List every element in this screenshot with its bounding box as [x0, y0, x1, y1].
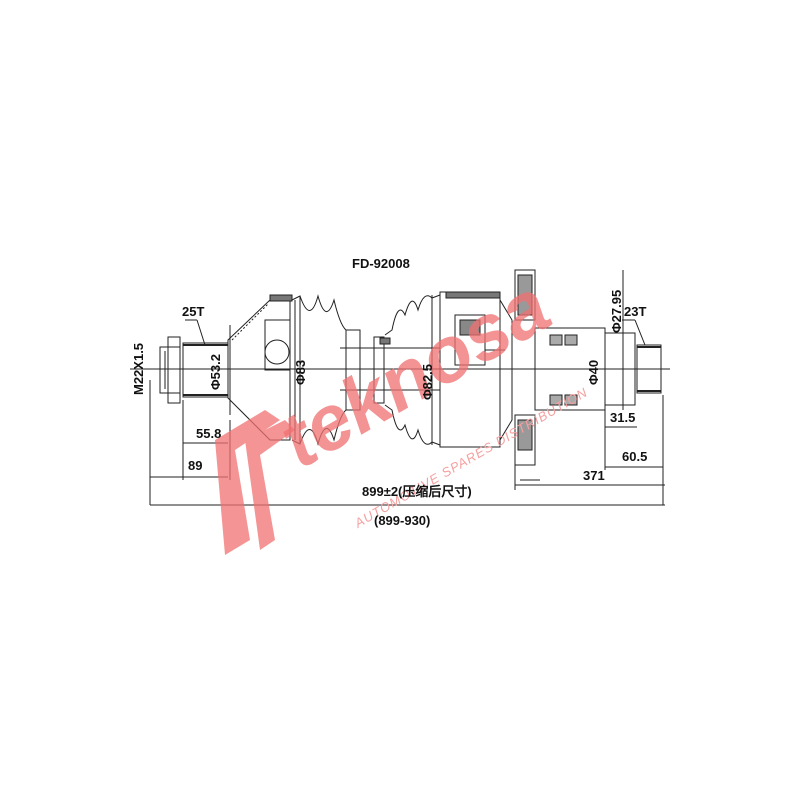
- dia-right-stub: Φ27.95: [609, 290, 624, 333]
- len-right: 371: [583, 468, 605, 483]
- part-number: FD-92008: [352, 256, 410, 271]
- len-range: (899-930): [374, 513, 430, 528]
- left-spline-label: 25T: [182, 304, 204, 319]
- svg-text:teknosa: teknosa: [265, 261, 564, 485]
- dia-inner-boot: Φ82.5: [420, 364, 435, 400]
- teknosa-logo: teknosa AUTOMOTIVE SPARES DISTRIBUTION: [215, 261, 590, 555]
- len-left-spline: 55.8: [196, 426, 221, 441]
- dia-left-shaft: Φ53.2: [208, 354, 223, 390]
- right-spline-label: 23T: [624, 304, 646, 319]
- len-total: 899±2(压缩后尺寸): [362, 484, 472, 499]
- dia-outer-boot: Φ83: [293, 360, 308, 385]
- len-right-stub: 31.5: [610, 410, 635, 425]
- dia-right-shaft: Φ40: [586, 360, 601, 385]
- len-left: 89: [188, 458, 202, 473]
- len-right-end: 60.5: [622, 449, 647, 464]
- thread-label: M22X1.5: [131, 343, 146, 395]
